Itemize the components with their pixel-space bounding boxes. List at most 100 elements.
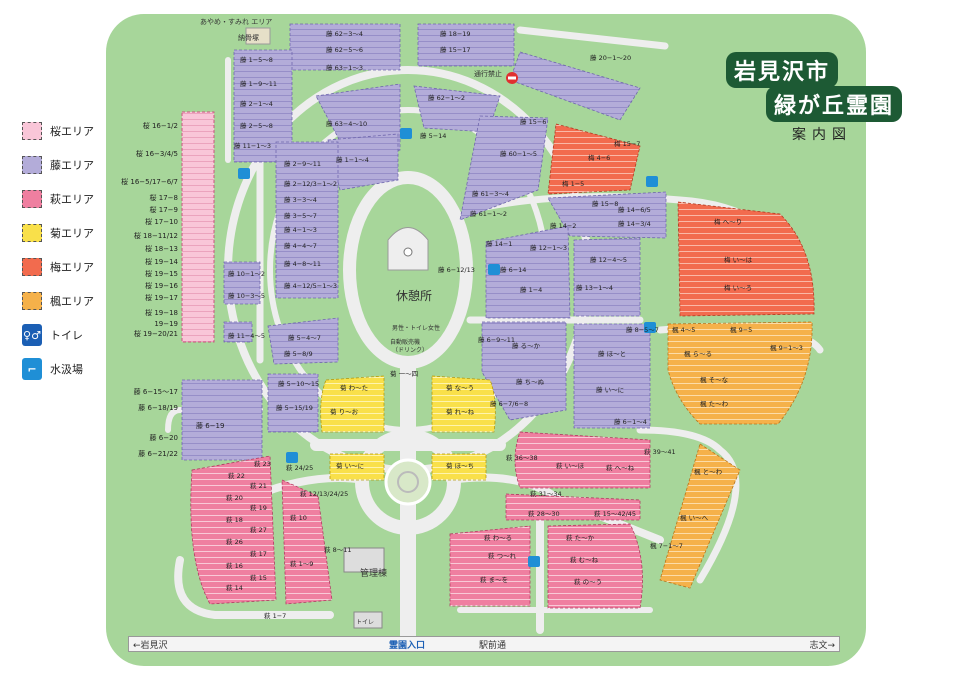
fuji-section-label: 藤 1−5〜8 [240, 55, 273, 64]
rest-house-label: 休憩所 [396, 288, 432, 303]
legend-label: 桜エリア [50, 125, 94, 138]
fuji-section-label: 藤 3−5〜7 [284, 211, 317, 220]
sakura-section-label: 桜 18−11/12 [134, 231, 178, 240]
roundabout-ring [397, 471, 419, 493]
hagi-section-label: 萩 20 [226, 493, 243, 502]
fuji-section-label: 藤 60−1〜5 [500, 149, 537, 158]
hagi-section-label: 萩 14 [226, 583, 243, 592]
fuji-section-label: 藤 5−15/19 [276, 403, 313, 412]
fuji-section-label: 藤 5−14 [420, 131, 446, 140]
fuji-section-label: 藤 63−1〜3 [326, 63, 363, 72]
fuji-section-label: 藤 62−1〜2 [428, 93, 465, 102]
fuji-section-label: 藤 14−3/4 [618, 219, 651, 228]
fuji-section-label: 藤 10−3〜5 [228, 291, 265, 300]
kaede-blocks [659, 321, 813, 589]
fuji-section-label: 藤 8−5〜7 [626, 325, 659, 334]
entrance-label: 霊園入口 [389, 641, 426, 651]
fountain [403, 247, 413, 257]
legend-item: ⌐ 水汲場 [22, 356, 112, 382]
fuji-section-label: 藤 4−12/5−1〜3 [284, 281, 337, 290]
legend-label: 梅エリア [50, 261, 94, 274]
fuji-section-label: 藤 15−6 [520, 117, 546, 126]
sakura-section-label: 桜 16−5/17−6/7 [121, 177, 178, 186]
kiku-section-label: 菊 り〜お [330, 407, 359, 416]
kiku-section-label: 菊 ほ〜ち [446, 461, 474, 470]
ossuary [245, 27, 271, 45]
fuji-section-label: 藤 11−4〜5 [228, 331, 265, 340]
legend-item: 萩エリア [22, 186, 112, 212]
fuji-blocks [181, 23, 667, 461]
fuji-section-label: 藤 1−4 [520, 285, 542, 294]
sakura-section-label: 桜 18−13 [145, 244, 178, 253]
hagi-section-label: 萩 17 [250, 549, 267, 558]
hagi-section-label: 萩 の〜う [574, 577, 602, 586]
road-left-label: ←岩見沢 [133, 641, 168, 651]
hagi-section-label: 萩 ま〜を [480, 575, 508, 584]
kiku-section-label: 菊 わ〜た [340, 383, 368, 392]
legend: 桜エリア藤エリア萩エリア菊エリア梅エリア楓エリア♀♂トイレ⌐水汲場 [22, 118, 112, 390]
kaede-section-label: 楓 い〜へ [680, 513, 709, 522]
fuji-section-label: 藤 18−19 [440, 29, 471, 38]
hagi-blocks [190, 431, 651, 609]
hagi-section-label: 萩 1−7 [264, 611, 286, 620]
fuji-section-label: 藤 4−1〜3 [284, 225, 317, 234]
legend-item: ♀♂トイレ [22, 322, 112, 348]
hagi-section-label: 萩 8〜11 [324, 545, 351, 554]
roundabout-island [384, 458, 432, 506]
kaede-section-label: 楓 9−5 [730, 325, 752, 334]
legend-item: 桜エリア [22, 118, 112, 144]
ume-section-label: 梅 15−7 [614, 139, 640, 148]
fuji-side-label: 藤 6−20 [150, 433, 178, 442]
legend-swatch [22, 190, 42, 208]
kaede-section-label: 楓 と〜わ [694, 467, 723, 476]
toilet-building [353, 611, 383, 629]
fuji-section-label: 藤 6−12/13 [438, 265, 475, 274]
fuji-section-label: 藤 20−1〜20 [590, 53, 631, 62]
hagi-section-label: 萩 へ〜ね [606, 463, 635, 472]
hagi-section-label: 萩 た〜か [566, 533, 595, 542]
fuji-side-label: 藤 6−19 [196, 421, 224, 430]
legend-label: 菊エリア [50, 227, 94, 240]
kiku-blocks [320, 375, 496, 481]
kaede-section-label: 楓 4〜5 [672, 325, 695, 334]
fuji-section-label: 藤 13−1〜4 [576, 283, 613, 292]
hagi-section-label: 萩 む〜ね [570, 555, 599, 564]
ossuary-label: 納骨塚 [238, 33, 259, 42]
legend-label: 水汲場 [50, 363, 83, 376]
legend-item: 菊エリア [22, 220, 112, 246]
kaede-section-label: 楓 た〜わ [700, 399, 729, 408]
sakura-section-label: 桜 17−10 [145, 217, 178, 226]
vending-sub-label: （ドリンク） [392, 347, 428, 354]
sakura-section-label: 桜 19−16 [145, 281, 178, 290]
map-labels: 納骨塚 あやめ・すみれ エリア 通行禁止 休憩所 男性・トイレ女性 自動販売機 … [200, 18, 502, 626]
title-guide: 案内図 [792, 127, 852, 143]
sakura-section-label: 桜 19−18 [145, 308, 178, 317]
fuji-section-label: 藤 61−1〜2 [470, 209, 507, 218]
fuji-section-label: 藤 15−17 [440, 45, 471, 54]
kaede-section-label: 楓 7−1〜7 [650, 541, 683, 550]
fuji-section-label: 藤 1−1〜4 [336, 155, 369, 164]
fuji-section-label: 藤 る〜か [512, 341, 541, 350]
legend-swatch [22, 122, 42, 140]
sakura-section-label: 桜 19−20/21 [134, 329, 178, 338]
hagi-section-label: 萩 18 [226, 515, 243, 524]
small-toilet-label: 男性・トイレ女性 [392, 324, 440, 332]
water-tap-icon: ⌐ [22, 358, 42, 380]
sakura-section-label: 桜 16−1/2 [143, 121, 178, 130]
hagi-section-label: 萩 10 [290, 513, 307, 522]
kiku-section-label: 菊 一〜四 [390, 369, 418, 378]
sakura-section-label: 桜 17−8 [150, 193, 178, 202]
fuji-section-label: 藤 5−8/9 [284, 349, 313, 358]
title-city: 岩見沢市 [726, 52, 839, 88]
legend-item: 楓エリア [22, 288, 112, 314]
fuji-section-label: 藤 14−2 [550, 221, 576, 230]
hagi-section-label: 萩 21 [250, 481, 267, 490]
bottom-road: ←岩見沢 霊園入口 駅前通 志文→ [128, 636, 840, 652]
hagi-section-label: 萩 わ〜る [484, 533, 512, 542]
no-entry-label: 通行禁止 [474, 69, 502, 78]
office-building [343, 547, 385, 573]
no-entry-bar [508, 76, 516, 80]
kiku-section-label: 菊 れ〜ね [446, 407, 475, 416]
hagi-section-label: 萩 16 [226, 561, 243, 570]
